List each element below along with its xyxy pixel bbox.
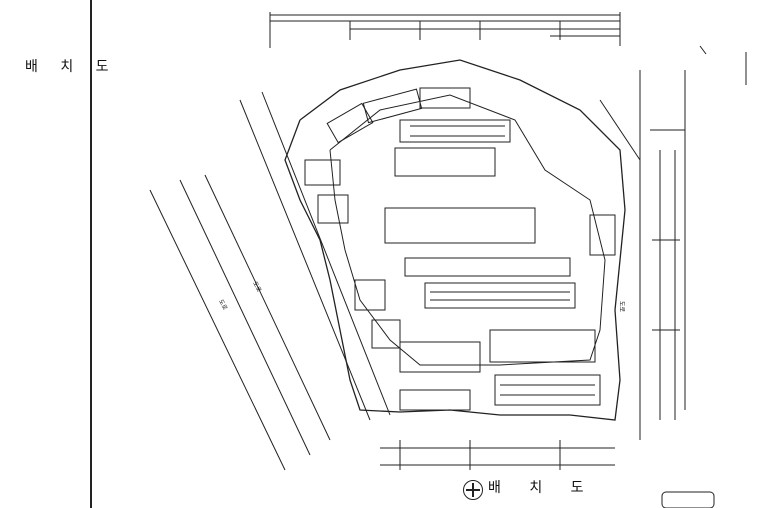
plan-title: 배 치 도 (488, 480, 596, 496)
north-arrow-icon (463, 480, 483, 500)
frame-divider (90, 0, 92, 508)
side-title: 배 치 도 (25, 59, 118, 75)
road-label-right: 도로 (618, 300, 626, 313)
